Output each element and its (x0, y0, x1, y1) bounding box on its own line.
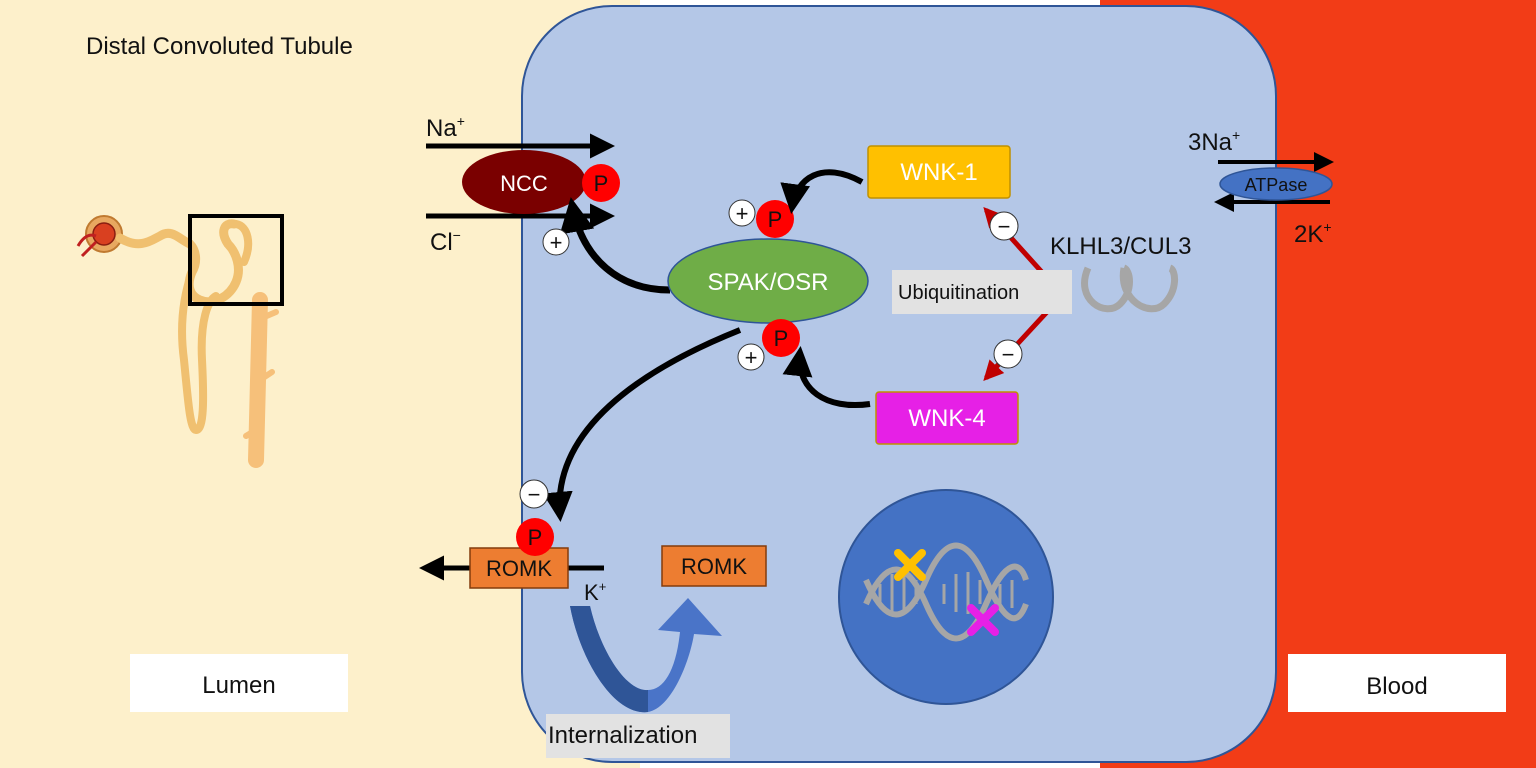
blood-label: Blood (1366, 673, 1427, 700)
internalization-label: Internalization (548, 722, 697, 749)
blood-label-box (1288, 654, 1506, 712)
spak-plus-sign-bottom: + (745, 345, 758, 370)
wnk1-label: WNK-1 (900, 159, 977, 186)
figure-title: Distal Convoluted Tubule (86, 33, 353, 60)
klhl3-cul3-label: KLHL3/CUL3 (1050, 233, 1191, 260)
na3-ion-label: 3Na+ (1188, 127, 1240, 156)
romk-inhibit-badge (519, 479, 549, 509)
spak-osr-kinase (667, 238, 869, 324)
internalization-arrow-shade (538, 606, 648, 713)
ubiquitination-label: Ubiquitination (898, 282, 1019, 304)
k2-ion-label: 2K+ (1294, 219, 1332, 248)
wnk4-inhibit-sign: − (1002, 342, 1015, 367)
zoom-box (188, 214, 284, 306)
wnk1-kinase (867, 145, 1011, 199)
na-k-atpase (1219, 167, 1333, 201)
romk-phospho (516, 518, 554, 556)
cl-ion-label: Cl− (430, 227, 461, 256)
romk-membrane-channel (469, 547, 569, 589)
wnk1-inhibit-badge (989, 211, 1019, 241)
romk-internal-channel (661, 545, 767, 587)
wnk4-inhibit-badge (993, 339, 1023, 369)
spak-plus-sign-top: + (736, 201, 749, 226)
ncc-plus-badge (542, 228, 570, 256)
spak-phospho-top-label: P (768, 207, 783, 232)
nucleus (838, 489, 1054, 705)
spak-to-romk-arrow (542, 327, 742, 522)
wnk4-to-spak-arrow (782, 346, 871, 408)
lumen-label: Lumen (202, 672, 275, 699)
ubiquitination-label-box (892, 270, 1072, 314)
spak-plus-badge-top (728, 199, 756, 227)
k-ion-label: K+ (584, 579, 606, 605)
ncc-label: NCC (500, 171, 548, 196)
na-ion-label: Na+ (426, 113, 465, 142)
wnk4-kinase (875, 391, 1019, 445)
wnk4-mutation-marker (967, 604, 999, 636)
romk-membrane-label: ROMK (486, 556, 552, 581)
wnk1-to-spak-arrow (780, 169, 864, 214)
lumen-label-box (130, 654, 348, 712)
ncc-transporter (462, 150, 586, 214)
atpase-label: ATPase (1245, 175, 1308, 195)
spak-to-ncc-arrow (559, 197, 671, 294)
ncc-plus-sign: + (550, 230, 563, 255)
spak-osr-label: SPAK/OSR (708, 269, 829, 296)
romk-phospho-label: P (528, 525, 543, 550)
wnk4-label: WNK-4 (908, 405, 985, 432)
klhl3-cul3-complex (1081, 264, 1178, 313)
dna-helix (863, 542, 1029, 642)
internalization-label-box (546, 714, 730, 758)
spak-phospho-bottom-label: P (774, 326, 789, 351)
romk-internal-label: ROMK (681, 554, 747, 579)
ncc-phospho (582, 164, 620, 202)
spak-plus-badge-bottom (737, 343, 765, 371)
romk-inhibit-sign: − (528, 482, 541, 507)
ncc-phospho-label: P (594, 171, 609, 196)
wnk1-inhibit-sign: − (998, 214, 1011, 239)
wnk1-mutation-marker (894, 549, 926, 581)
nephron-illustration (76, 214, 284, 468)
